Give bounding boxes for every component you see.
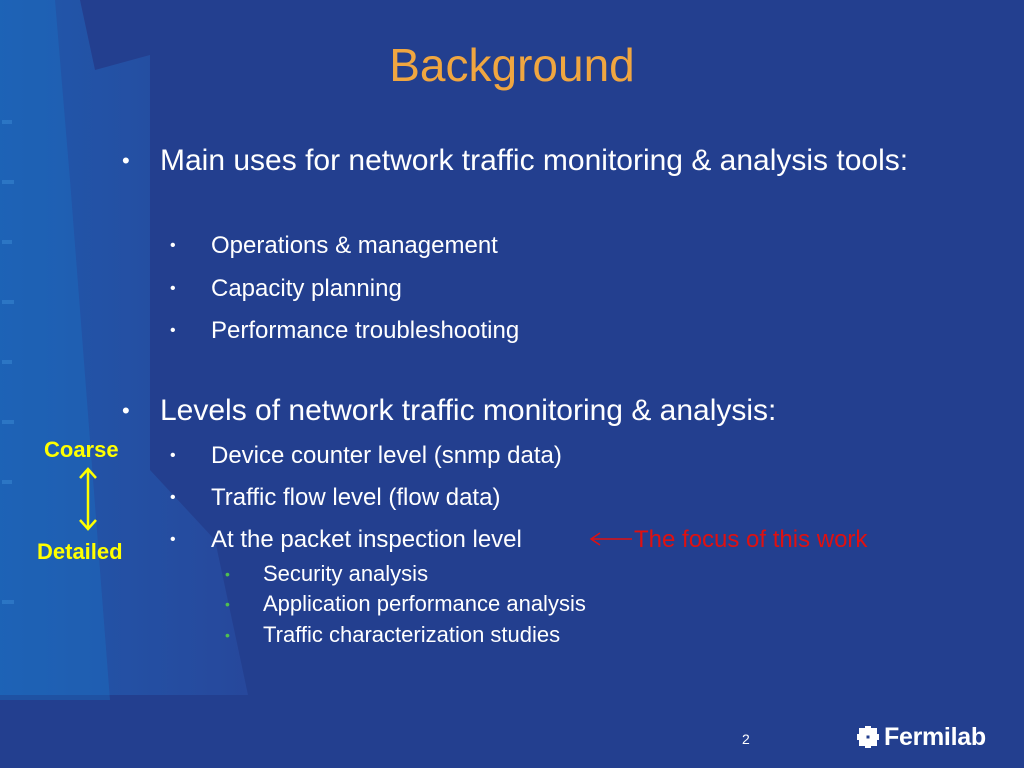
sub-sub-bullet-security: • Security analysis [225,561,863,587]
bullet-text: Levels of network traffic monitoring & a… [160,394,777,427]
bullet-text: At the packet inspection level [211,526,522,553]
arrow-left-icon [589,532,632,546]
bullet-text: Traffic flow level (flow data) [211,484,501,511]
bullet-text: Device counter level (snmp data) [211,442,562,469]
logo-text: Fermilab [884,722,986,751]
bullet-dot: • [122,398,130,423]
sub-bullet-packet-inspection: • At the packet inspection level [170,525,911,555]
scale-label-coarse: Coarse [44,437,119,462]
double-arrow-vertical-icon [79,467,97,531]
slide-title: Background [389,39,635,91]
bullet-main-uses: • Main uses for network traffic monitori… [122,140,960,181]
bullet-text: Capacity planning [211,275,402,302]
bullet-dot: • [225,596,230,612]
bullet-levels: • Levels of network traffic monitoring &… [122,390,960,431]
bullet-text: Operations & management [211,232,498,259]
bullet-dot: • [122,148,130,173]
bullet-text: Main uses for network traffic monitoring… [160,144,909,177]
sub-bullet-performance: • Performance troubleshooting [170,316,911,346]
scale-label-detailed: Detailed [37,539,123,564]
sub-sub-bullet-app-performance: • Application performance analysis [225,591,863,617]
fermilab-logo-icon [857,726,879,748]
focus-note: The focus of this work [634,526,868,553]
bullet-text: Application performance analysis [263,591,586,616]
sub-bullet-traffic-flow: • Traffic flow level (flow data) [170,483,911,513]
bullet-dot: • [170,280,176,297]
sub-sub-bullet-characterization: • Traffic characterization studies [225,622,863,648]
sub-bullet-capacity: • Capacity planning [170,274,911,304]
bullet-dot: • [225,627,230,643]
bullet-dot: • [170,237,176,254]
bullet-dot: • [225,566,230,582]
bullet-text: Performance troubleshooting [211,317,520,344]
sub-bullet-operations: • Operations & management [170,231,911,261]
bullet-text: Security analysis [263,561,429,586]
bullet-text: Traffic characterization studies [263,622,561,647]
page-number: 2 [742,731,750,747]
bullet-dot: • [170,489,176,506]
fermilab-logo: Fermilab [856,722,986,752]
bullet-dot: • [170,531,176,548]
sub-bullet-device-counter: • Device counter level (snmp data) [170,441,911,471]
bullet-dot: • [170,322,176,339]
bullet-dot: • [170,447,176,464]
